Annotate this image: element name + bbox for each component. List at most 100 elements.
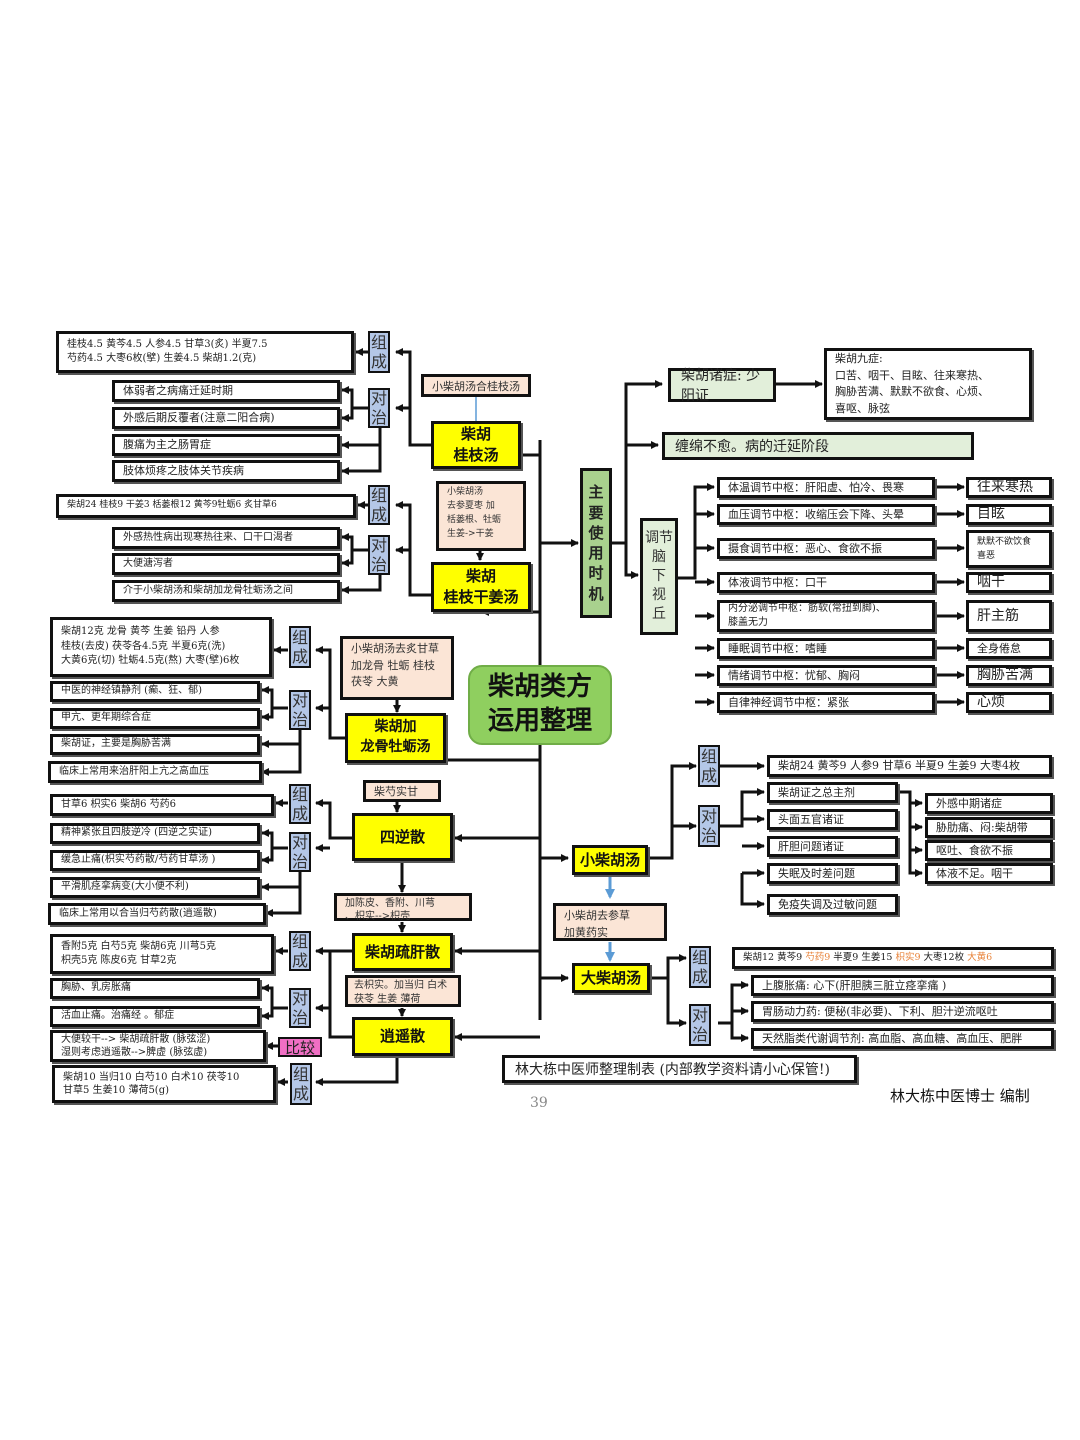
dachaihu-composition-tag: 组成 bbox=[689, 946, 711, 988]
chronic-stage-box: 缠绵不愈。病的迁延阶段 bbox=[662, 432, 974, 460]
symptom-irritability: 心烦 bbox=[966, 692, 1052, 713]
guizhi-origin-note: 小柴胡汤合桂枝汤 bbox=[421, 374, 531, 397]
longgu-indication-2: 甲亢、更年期综合症 bbox=[50, 708, 260, 729]
center-blood-pressure: 血压调节中枢：收缩压会下降、头晕 bbox=[717, 504, 935, 525]
xiaochaihu-sub-indication-2: 胁肋痛、闷:柴胡带 bbox=[925, 817, 1053, 838]
sini-indication-3: 平滑肌痉挛病变(大小便不利) bbox=[50, 877, 260, 898]
formula-chaihu-guizhi-ganjiang-tang[interactable]: 柴胡 桂枝干姜汤 bbox=[431, 562, 531, 612]
xiaochaihu-sub-indication-3: 呕吐、食欲不振 bbox=[925, 840, 1053, 861]
confidential-notice: 林大栋中医师整理制表 (内部教学资料请小心保管!) bbox=[502, 1055, 857, 1083]
xiaochaihu-indication-3: 肝胆问题诸证 bbox=[767, 836, 898, 857]
xiaoyao-origin-note: 去枳实。加当归 白术 茯苓 生姜 薄荷 bbox=[345, 975, 461, 1007]
symptom-dizziness: 目眩 bbox=[966, 504, 1052, 525]
dachaihu-herb-highlight: 枳实9 bbox=[895, 952, 921, 964]
dachaihu-indication-1: 上腹胀痛: 心下(肝胆胰三脏立痉挛痛 ) bbox=[751, 975, 1054, 996]
center-autonomic: 自律神经调节中枢：紧张 bbox=[717, 692, 935, 713]
guizhi-indication-2: 外感后期反覆者(注意二阳合病) bbox=[112, 407, 340, 429]
dachaihu-herb-part: 大枣12枚 bbox=[920, 952, 968, 964]
dachaihu-herb-highlight: 芍药9 bbox=[805, 952, 831, 964]
xiaochaihu-indication-1: 柴胡证之总主剂 bbox=[767, 782, 898, 803]
xiaoyao-composition-tag: 组成 bbox=[290, 1063, 312, 1105]
dachaihu-indication-tag: 对治 bbox=[689, 1004, 711, 1046]
dachaihu-indication-3: 天然脂类代谢调节剂: 高血脂、高血糖、高血压、肥胖 bbox=[751, 1028, 1054, 1049]
xiaochaihu-indication-5: 免疫失调及过敏问题 bbox=[767, 894, 898, 915]
ganjiang-origin-note: 小柴胡汤 去参夏枣 加 栝蒌根、牡蛎 生姜->干姜 bbox=[436, 481, 526, 551]
shugan-indication-1: 胸胁、乳房胀痛 bbox=[50, 978, 260, 999]
ganjiang-composition-tag: 组成 bbox=[368, 485, 390, 525]
ganjiang-indication-3: 介于小柴胡汤和柴胡加龙骨牡蛎汤之间 bbox=[112, 580, 340, 602]
shugan-xiaoyao-compare-text: 大便较干--> 柴胡疏肝散 (脉弦涩) 湿则考虑逍遥散-->脾虚 (脉弦虚) bbox=[50, 1030, 266, 1062]
shugan-origin-note: 加陈皮、香附、川芎 、枳实-->枳壳 bbox=[334, 893, 472, 922]
formula-chaihu-guizhi-tang[interactable]: 柴胡 桂枝汤 bbox=[431, 421, 521, 469]
formula-xiao-chaihu-tang[interactable]: 小柴胡汤 bbox=[572, 845, 648, 875]
symptom-liver-tendons: 肝主筋 bbox=[966, 600, 1052, 632]
dachaihu-herb-part: 半夏9 生姜15 bbox=[830, 952, 896, 964]
sini-indication-1: 精神紧张且四肢逆冷 (四逆之实证) bbox=[50, 823, 260, 844]
guizhi-composition-tag: 组成 bbox=[368, 331, 390, 373]
center-emotion: 情绪调节中枢：忧郁、胸闷 bbox=[717, 665, 935, 686]
symptom-chest-fullness: 胸胁苦满 bbox=[966, 665, 1052, 686]
formula-chaihu-jia-longgu-muli-tang[interactable]: 柴胡加 龙骨牡蛎汤 bbox=[345, 713, 446, 763]
sini-indication-tag: 对治 bbox=[289, 832, 311, 872]
author-credit: 林大栋中医博士 编制 bbox=[890, 1087, 1030, 1105]
guizhi-indication-1: 体弱者之病痛迁延时期 bbox=[112, 380, 340, 402]
longgu-indication-3: 柴胡证，主要是胸胁苦满 bbox=[50, 734, 260, 755]
longgu-composition-tag: 组成 bbox=[289, 626, 311, 668]
central-title-node: 柴胡类方运用整理 bbox=[468, 665, 612, 745]
central-title: 柴胡类方运用整理 bbox=[487, 672, 592, 736]
dachaihu-indication-2: 胃肠动力药: 便秘(非必要)、下利、胆汁逆流呕吐 bbox=[751, 1001, 1054, 1022]
dachaihu-herb-highlight: 大黄6 bbox=[967, 952, 993, 964]
guizhi-indication-tag: 对治 bbox=[368, 388, 390, 428]
xiaochaihu-composition: 柴胡24 黄芩9 人参9 甘草6 半夏9 生姜9 大枣4枚 bbox=[767, 755, 1052, 777]
shugan-composition: 香附5克 白芍5克 柴胡6克 川芎5克 枳壳5克 陈皮6克 甘草2克 bbox=[50, 934, 274, 974]
usage-timing-label: 主要使用时机 bbox=[580, 468, 612, 618]
symptom-no-appetite: 默默不欲饮食 喜恶 bbox=[966, 530, 1052, 568]
xiaochaihu-indication-4: 失眠及时差问题 bbox=[767, 863, 898, 884]
dachaihu-origin-note: 小柴胡去参草 加黄药实 bbox=[553, 903, 667, 941]
formula-xiaoyao-san[interactable]: 逍遥散 bbox=[352, 1017, 453, 1056]
xiaochaihu-indication-tag: 对治 bbox=[698, 805, 720, 847]
ganjiang-indication-tag: 对治 bbox=[368, 535, 390, 575]
nine-symptoms-box: 柴胡九症: 口苦、咽干、目眩、往来寒热、 胸胁苦满、默默不欲食、心烦、 喜呕、脉… bbox=[824, 348, 1032, 420]
formula-da-chaihu-tang[interactable]: 大柴胡汤 bbox=[572, 963, 650, 993]
center-sleep: 睡眠调节中枢：嗜睡 bbox=[717, 638, 935, 659]
xiaochaihu-indication-2: 头面五官诸证 bbox=[767, 809, 898, 830]
longgu-composition: 柴胡12克 龙骨 黄芩 生姜 铅丹 人参 桂枝(去皮) 茯苓各4.5克 半夏6克… bbox=[50, 617, 272, 677]
dachaihu-composition: 柴胡12 黄芩9 芍药9 半夏9 生姜15 枳实9 大枣12枚 大黄6 bbox=[732, 947, 1054, 969]
compare-tag: 比较 bbox=[278, 1037, 322, 1057]
guizhi-indication-4: 肢体烦疼之肢体关节疾病 bbox=[112, 460, 340, 482]
shugan-indication-2: 活血止痛。治痛经 。郁症 bbox=[50, 1006, 260, 1027]
center-appetite: 摄食调节中枢：恶心、食欲不振 bbox=[717, 538, 935, 559]
symptom-dry-throat: 咽干 bbox=[966, 572, 1052, 593]
shugan-indication-tag: 对治 bbox=[289, 988, 311, 1028]
xiaochaihu-sub-indication-1: 外感中期诸症 bbox=[925, 793, 1053, 814]
page-number: 39 bbox=[530, 1095, 548, 1111]
formula-sini-san[interactable]: 四逆散 bbox=[352, 813, 453, 861]
center-endocrine: 内分泌调节中枢：筋软(常扭到脚)、 膝盖无力 bbox=[717, 600, 935, 632]
sini-indication-2: 缓急止痛(枳实芍药散/芍药甘草汤 ) bbox=[50, 850, 260, 871]
shaoyang-syndrome-box: 柴胡诸症: 少阳证 bbox=[668, 368, 776, 404]
xiaoyao-composition: 柴胡10 当归10 白芍10 白术10 茯苓10 甘草5 生姜10 薄荷5(g) bbox=[52, 1065, 276, 1103]
guizhi-indication-3: 腹痛为主之肠胃症 bbox=[112, 434, 340, 456]
center-fluid: 体液调节中枢：口干 bbox=[717, 572, 935, 593]
longgu-origin-note: 小柴胡汤去炙甘草 加龙骨 牡蛎 桂枝 茯苓 大黄 bbox=[340, 636, 454, 700]
sini-origin-note: 柴芍实甘 bbox=[363, 780, 441, 802]
longgu-indication-1: 中医的神经镇静剂 (癫、狂、郁) bbox=[50, 681, 260, 702]
sini-indication-4: 临床上常用以合当归芍药散(逍遥散) bbox=[48, 903, 266, 925]
xiaochaihu-sub-indication-4: 体液不足。咽干 bbox=[925, 863, 1053, 884]
ganjiang-indication-1: 外感热性病出现寒热往来、口干口渴者 bbox=[112, 527, 340, 549]
symptom-chills-fever: 往来寒热 bbox=[966, 477, 1052, 498]
ganjiang-composition: 柴胡24 桂枝9 干姜3 栝蒌根12 黄芩9牡蛎6 炙甘草6 bbox=[56, 494, 356, 518]
hypothalamus-label: 调节脑下视丘 bbox=[640, 518, 678, 635]
dachaihu-herb-part: 柴胡12 黄芩9 bbox=[743, 952, 806, 964]
sini-composition: 甘草6 枳实6 柴胡6 芍药6 bbox=[50, 794, 274, 816]
ganjiang-indication-2: 大便溏泻者 bbox=[112, 553, 340, 575]
xiaochaihu-composition-tag: 组成 bbox=[698, 745, 720, 787]
sini-composition-tag: 组成 bbox=[289, 784, 311, 824]
formula-chaihu-shugan-san[interactable]: 柴胡疏肝散 bbox=[352, 933, 453, 971]
shugan-composition-tag: 组成 bbox=[289, 931, 311, 971]
longgu-indication-tag: 对治 bbox=[289, 690, 311, 730]
center-thermoregulation: 体温调节中枢：肝阳虚、怕冷、畏寒 bbox=[717, 477, 935, 498]
longgu-indication-4: 临床上常用来治肝阳上亢之高血压 bbox=[48, 761, 262, 783]
guizhi-composition: 桂枝4.5 黄芩4.5 人参4.5 甘草3(炙) 半夏7.5 芍药4.5 大枣6… bbox=[56, 331, 354, 373]
